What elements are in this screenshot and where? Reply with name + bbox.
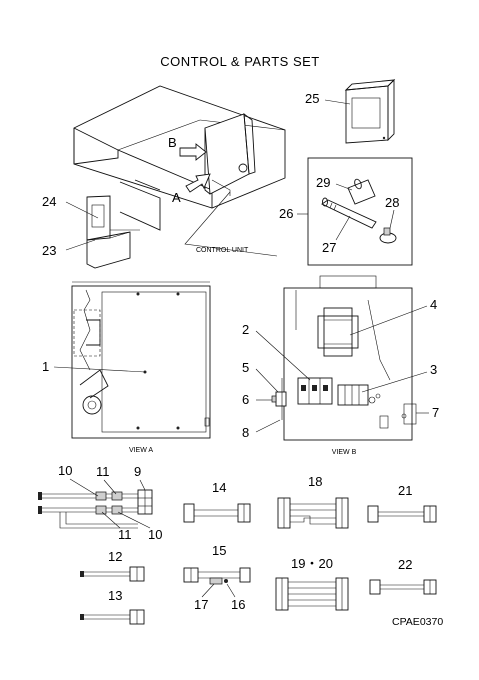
part-16-label: 16 bbox=[231, 597, 245, 612]
bracket-23-24 bbox=[86, 195, 140, 269]
harness-21 bbox=[367, 505, 437, 523]
cabinet-isometric bbox=[73, 85, 286, 231]
svg-text:A: A bbox=[172, 190, 181, 205]
part-28-label: 28 bbox=[385, 195, 399, 210]
part-1-label: 1 bbox=[42, 359, 49, 374]
part-10-label-bottom: 10 bbox=[148, 527, 162, 542]
part-7-label: 7 bbox=[432, 405, 439, 420]
part-3-label: 3 bbox=[430, 362, 437, 377]
part-21-label: 21 bbox=[398, 483, 412, 498]
pipe-27 bbox=[321, 197, 377, 229]
part-12-label: 12 bbox=[108, 549, 122, 564]
harness-18 bbox=[277, 497, 349, 529]
control-unit-label: CONTROL UNIT bbox=[196, 247, 249, 254]
part-26-label: 26 bbox=[279, 206, 293, 221]
control-unit-door bbox=[204, 113, 250, 195]
view-b-label: VIEW B bbox=[332, 449, 357, 456]
harness-14 bbox=[183, 503, 251, 523]
harness-19-20 bbox=[275, 577, 349, 611]
part-15-label: 15 bbox=[212, 543, 226, 558]
part-13-label: 13 bbox=[108, 588, 122, 603]
harness-15 bbox=[183, 567, 251, 585]
monitor-25 bbox=[344, 78, 396, 144]
part-9-label: 9 bbox=[134, 464, 141, 479]
view-a-label: VIEW A bbox=[129, 447, 153, 454]
harness-13 bbox=[80, 609, 145, 625]
part-5-label: 5 bbox=[242, 360, 249, 375]
part-10-label-top: 10 bbox=[58, 463, 72, 478]
part-22-label: 22 bbox=[398, 557, 412, 572]
diagram-title: CONTROL & PARTS SET bbox=[160, 54, 320, 69]
view-a bbox=[71, 281, 211, 439]
part-29-label: 29 bbox=[316, 175, 330, 190]
arrow-a: A bbox=[172, 173, 211, 205]
part-17-label: 17 bbox=[194, 597, 208, 612]
part-14-label: 14 bbox=[212, 480, 226, 495]
harness-12 bbox=[80, 566, 145, 582]
part-18-label: 18 bbox=[308, 474, 322, 489]
harness-9 bbox=[38, 489, 153, 529]
part-11-label-bottom: 11 bbox=[118, 527, 132, 542]
part-25-label: 25 bbox=[305, 91, 319, 106]
part-2-label: 2 bbox=[242, 322, 249, 337]
arrow-b: B bbox=[168, 135, 207, 161]
view-b bbox=[271, 275, 417, 441]
part-27-label: 27 bbox=[322, 240, 336, 255]
part-19-20-label: 19・20 bbox=[291, 556, 333, 571]
svg-text:B: B bbox=[168, 135, 177, 150]
part-23-label: 23 bbox=[42, 243, 56, 258]
part-24-label: 24 bbox=[42, 194, 56, 209]
part-11-label-top: 11 bbox=[96, 464, 110, 479]
clamp-28 bbox=[379, 227, 397, 244]
sleeve-29 bbox=[347, 178, 376, 205]
control-unit-leader bbox=[184, 191, 278, 257]
kit-26-box bbox=[307, 157, 413, 266]
figure-code: CPAE0370 bbox=[392, 616, 443, 628]
part-6-label: 6 bbox=[242, 392, 249, 407]
part-8-label: 8 bbox=[242, 425, 249, 440]
harness-22 bbox=[369, 579, 437, 595]
part-4-label: 4 bbox=[430, 297, 437, 312]
